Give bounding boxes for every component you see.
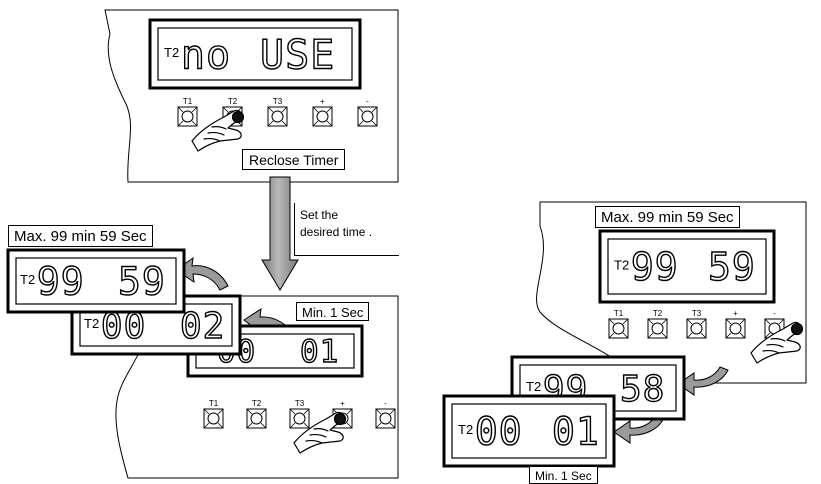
max-range-label-left: Max. 99 min 59 Sec <box>8 225 153 247</box>
set-time-note: Set the desired time . <box>294 203 399 256</box>
button-label: T1 <box>614 309 624 318</box>
lcd-channel-tag: T2 <box>458 422 473 437</box>
lcd-channel-tag: T2 <box>526 379 541 394</box>
button-label: + <box>320 97 325 106</box>
button-label: T3 <box>692 309 702 318</box>
button-t3[interactable]: T3 <box>289 399 310 429</box>
button-label: T3 <box>273 97 283 106</box>
button-label: T2 <box>228 97 238 106</box>
finger-pressing-icon <box>191 109 245 152</box>
lcd-right-digits: 59 <box>118 260 166 304</box>
button-label: T1 <box>183 97 193 106</box>
top-panel-outline <box>104 9 399 183</box>
lcd-right-digits: 02 <box>180 306 225 347</box>
lcd-channel-tag: T2 <box>84 316 99 331</box>
curved-gray-arrow-icon <box>677 366 729 396</box>
lcd-channel-tag: T2 <box>614 258 629 273</box>
reclose-timer-label: Reclose Timer <box>242 149 346 170</box>
button-t2[interactable]: T2 <box>647 309 668 339</box>
button-label: - <box>384 399 387 408</box>
button-t3[interactable]: T3 <box>686 309 707 339</box>
lcd-left-digits: 00 <box>475 410 523 454</box>
lcd-left-digits: 99 <box>37 260 85 304</box>
lcd-left-digits: 99 <box>631 245 679 289</box>
min-range-label-right: Min. 1 Sec <box>529 466 598 484</box>
button-minus[interactable]: - <box>357 97 378 127</box>
min-range-label-left: Min. 1 Sec <box>296 302 370 321</box>
button-label: - <box>773 309 776 318</box>
button-label: - <box>366 97 369 106</box>
button-plus[interactable]: + <box>312 97 333 127</box>
button-t1[interactable]: T1 <box>203 399 224 429</box>
lcd-right-digits: 58 <box>620 369 665 410</box>
button-minus[interactable]: - <box>764 309 785 339</box>
button-label: T2 <box>252 399 262 408</box>
button-label: T1 <box>209 399 219 408</box>
button-t2[interactable]: T2 <box>246 399 267 429</box>
button-label: T2 <box>653 309 663 318</box>
lcd-right-digits: USE <box>260 32 335 78</box>
lcd-left-digits: no <box>181 32 231 78</box>
button-t3[interactable]: T3 <box>267 97 288 127</box>
lcd-right-digits: 01 <box>300 334 339 370</box>
button-label: + <box>733 309 738 318</box>
lcd-right-digits: 59 <box>708 245 756 289</box>
lcd-right-digits: 01 <box>552 410 600 454</box>
button-t1[interactable]: T1 <box>608 309 629 339</box>
gray-down-arrow-icon <box>261 176 299 291</box>
button-t1[interactable]: T1 <box>177 97 198 127</box>
max-range-label-right: Max. 99 min 59 Sec <box>595 206 740 228</box>
button-plus[interactable]: + <box>332 399 353 429</box>
button-label: + <box>340 399 345 408</box>
set-time-note-line2: desired time . <box>300 225 373 239</box>
button-plus[interactable]: + <box>725 309 746 339</box>
button-label: T3 <box>295 399 305 408</box>
set-time-note-line1: Set the <box>300 208 339 222</box>
lcd-channel-tag: T2 <box>164 45 179 60</box>
button-minus[interactable]: - <box>375 399 396 429</box>
button-t2[interactable]: T2 <box>222 97 243 127</box>
curved-gray-arrow-icon <box>613 414 665 444</box>
lcd-channel-tag: T2 <box>20 272 35 287</box>
